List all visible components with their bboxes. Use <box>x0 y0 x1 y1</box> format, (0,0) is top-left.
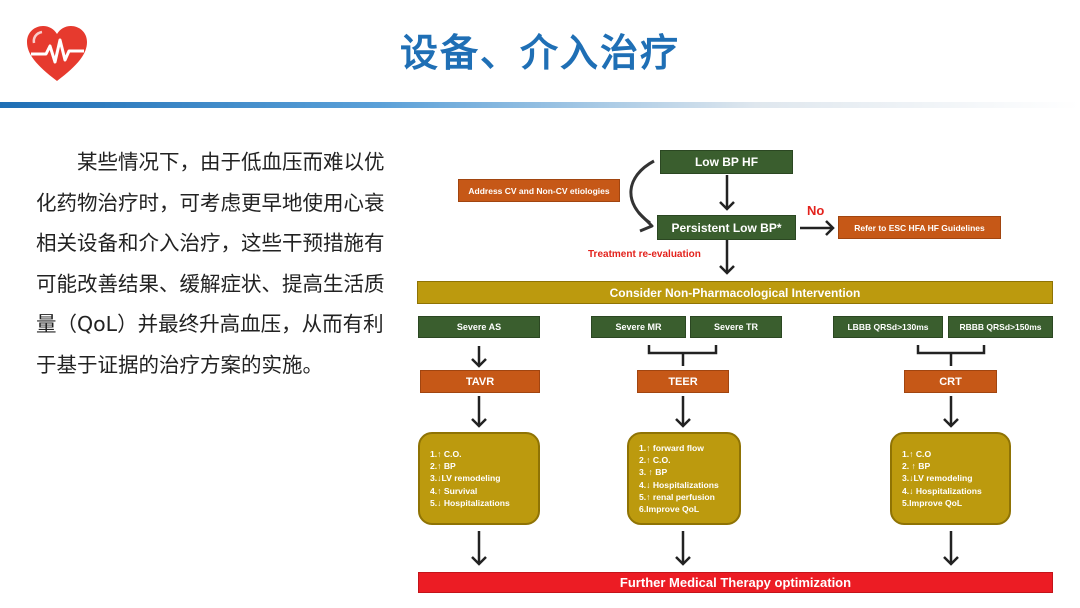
teer-outcome-item: 4.↓ Hospitalizations <box>639 479 719 490</box>
teer-outcomes-box: 1.↑ forward flow 2.↑ C.O. 3. ↑ BP 4.↓ Ho… <box>627 432 741 525</box>
crt-outcome-item: 5.Improve QoL <box>902 497 963 508</box>
further-therapy-box: Further Medical Therapy optimization <box>418 572 1053 593</box>
teer-outcome-item: 3. ↑ BP <box>639 467 668 478</box>
severe-mr-box: Severe MR <box>591 316 686 338</box>
address-etiologies-box: Address CV and Non-CV etiologies <box>458 179 620 202</box>
teer-outcome-item: 2.↑ C.O. <box>639 454 671 465</box>
crt-outcomes-box: 1.↑ C.O 2. ↑ BP 3.↓LV remodeling 4.↓ Hos… <box>890 432 1011 525</box>
rbbb-box: RBBB QRSd>150ms <box>948 316 1053 338</box>
crt-outcome-item: 2. ↑ BP <box>902 461 931 472</box>
lbbb-box: LBBB QRSd>130ms <box>833 316 943 338</box>
header-divider <box>0 102 1080 108</box>
heart-logo-icon <box>24 24 90 84</box>
crt-outcome-item: 1.↑ C.O <box>902 448 932 459</box>
teer-outcome-item: 6.Improve QoL <box>639 504 700 515</box>
teer-outcome-item: 5.↑ renal perfusion <box>639 491 715 502</box>
teer-outcome-item: 1.↑ forward flow <box>639 442 704 453</box>
consider-intervention-box: Consider Non-Pharmacological Interventio… <box>417 281 1053 304</box>
tavr-outcome-item: 4.↑ Survival <box>430 485 478 496</box>
teer-box: TEER <box>637 370 729 393</box>
tavr-outcomes-box: 1.↑ C.O. 2.↑ BP 3.↓LV remodeling 4.↑ Sur… <box>418 432 540 525</box>
severe-tr-box: Severe TR <box>690 316 782 338</box>
crt-box: CRT <box>904 370 997 393</box>
refer-guidelines-box: Refer to ESC HFA HF Guidelines <box>838 216 1001 239</box>
body-paragraph: 某些情况下，由于低血压而难以优化药物治疗时，可考虑更早地使用心衰相关设备和介入治… <box>36 150 385 377</box>
persistent-low-bp-box: Persistent Low BP* <box>657 215 796 240</box>
tavr-outcome-item: 1.↑ C.O. <box>430 448 462 459</box>
crt-outcome-item: 3.↓LV remodeling <box>902 473 973 484</box>
treatment-reevaluation-label: Treatment re-evaluation <box>588 249 701 260</box>
no-label: No <box>807 203 825 218</box>
severe-as-box: Severe AS <box>418 316 540 338</box>
tavr-outcome-item: 3.↓LV remodeling <box>430 473 501 484</box>
page-title: 设备、介入治疗 <box>399 31 680 75</box>
tavr-outcome-item: 2.↑ BP <box>430 461 456 472</box>
low-bp-hf-box: Low BP HF <box>660 150 793 174</box>
crt-outcome-item: 4.↓ Hospitalizations <box>902 485 982 496</box>
tavr-box: TAVR <box>420 370 540 393</box>
tavr-outcome-item: 5.↓ Hospitalizations <box>430 497 510 508</box>
